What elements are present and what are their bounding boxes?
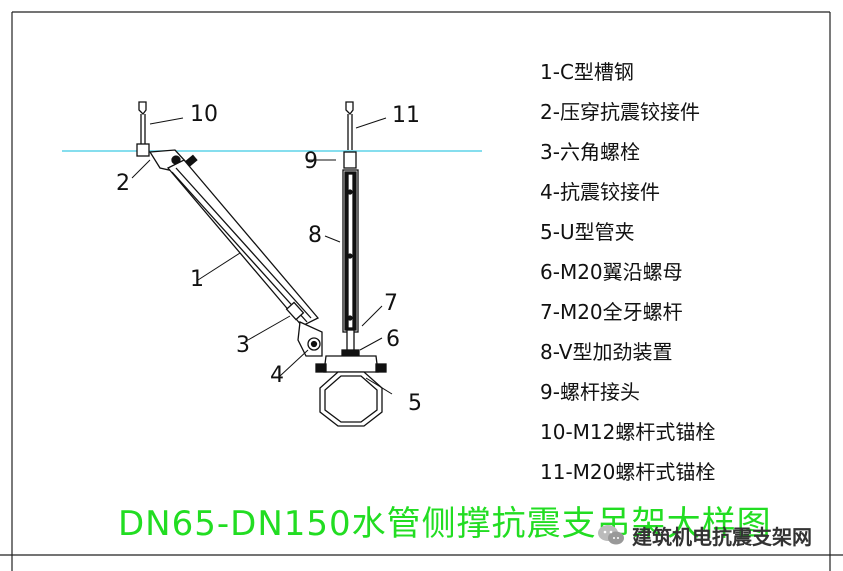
m20-anchor-bolt (345, 101, 354, 150)
lower-hinge (285, 301, 323, 357)
legend-item: 8-V型加劲装置 (540, 340, 673, 364)
callout-8: 8 (308, 223, 322, 248)
callout-11: 11 (392, 103, 420, 128)
callout-3: 3 (236, 333, 250, 358)
rod-coupler (343, 151, 357, 169)
callout-1: 1 (190, 267, 204, 292)
legend-item: 1-C型槽钢 (540, 60, 634, 84)
leader-lines (131, 117, 393, 395)
wechat-icon (598, 525, 624, 545)
callout-2: 2 (116, 171, 130, 196)
callout-9: 9 (304, 149, 318, 174)
callout-7: 7 (384, 291, 398, 316)
legend-item: 7-M20全牙螺杆 (540, 300, 683, 324)
legend-item: 3-六角螺栓 (540, 140, 640, 164)
watermark: 建筑机电抗震支架网 (596, 520, 812, 550)
m12-anchor-bolt (136, 101, 150, 157)
v-stiffener (342, 169, 359, 333)
callout-5: 5 (408, 391, 422, 416)
legend-item: 9-螺杆接头 (540, 380, 640, 404)
drawing-title: DN65-DN150水管侧撑抗震支吊架大样图 (118, 504, 772, 544)
legend-item: 10-M12螺杆式锚栓 (540, 420, 716, 444)
c-channel-brace (166, 159, 320, 327)
legend-item: 11-M20螺杆式锚栓 (540, 460, 716, 484)
legend-item: 2-压穿抗震铰接件 (540, 100, 700, 124)
watermark-text: 建筑机电抗震支架网 (632, 524, 812, 549)
callout-10: 10 (190, 102, 218, 127)
parts-legend: 1-C型槽钢 2-压穿抗震铰接件 3-六角螺栓 4-抗震铰接件 5-U型管夹 6… (540, 58, 715, 498)
legend-item: 4-抗震铰接件 (540, 180, 660, 204)
callout-6: 6 (386, 327, 400, 352)
callout-4: 4 (270, 363, 284, 388)
u-pipe-clamp (315, 355, 387, 427)
threaded-rod (341, 329, 360, 358)
legend-item: 6-M20翼沿螺母 (540, 260, 683, 284)
legend-item: 5-U型管夹 (540, 220, 635, 244)
